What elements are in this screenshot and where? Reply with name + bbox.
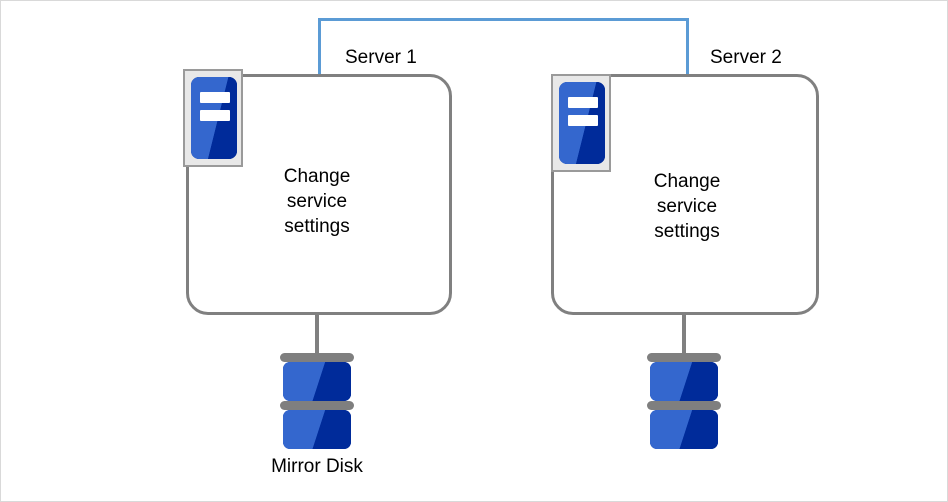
mirror-disk-label: Mirror Disk — [271, 456, 363, 477]
server-icon-chassis — [559, 82, 605, 164]
interconnect-left-segment — [318, 18, 321, 75]
disk-plate-top — [647, 353, 721, 362]
server-1-label: Server 1 — [345, 47, 417, 68]
server-icon-bay-1 — [568, 97, 598, 108]
server-icon-bay-2 — [568, 115, 598, 126]
server-2-disk-stem — [682, 314, 686, 356]
interconnect-top-segment — [318, 18, 689, 21]
disk-drum-upper — [650, 362, 718, 401]
disk-drum-lower — [283, 410, 351, 449]
server-icon-bay-2 — [200, 110, 230, 121]
disk-drum-lower-sheen — [650, 410, 718, 449]
server-2-label: Server 2 — [710, 47, 782, 68]
server-1-body-text: Change service settings — [283, 166, 351, 237]
disk-plate-middle — [647, 401, 721, 410]
disk-plate-middle — [280, 401, 354, 410]
server-1-disk-stem — [315, 314, 319, 356]
server-2-box[interactable] — [551, 74, 819, 315]
server-icon-bay-1 — [200, 92, 230, 103]
disk-drum-lower — [650, 410, 718, 449]
server-icon — [183, 69, 243, 167]
disk-drum-upper-sheen — [283, 362, 351, 401]
server-icon-chassis — [191, 77, 237, 159]
interconnect-right-segment — [686, 18, 689, 75]
server-2-body-text: Change service settings — [653, 171, 721, 242]
mirror-disk-icon[interactable] — [280, 353, 354, 455]
disk-plate-top — [280, 353, 354, 362]
server-icon — [551, 74, 611, 172]
disk-drum-upper-sheen — [650, 362, 718, 401]
mirror-disk-icon[interactable] — [647, 353, 721, 455]
disk-drum-upper — [283, 362, 351, 401]
disk-drum-lower-sheen — [283, 410, 351, 449]
